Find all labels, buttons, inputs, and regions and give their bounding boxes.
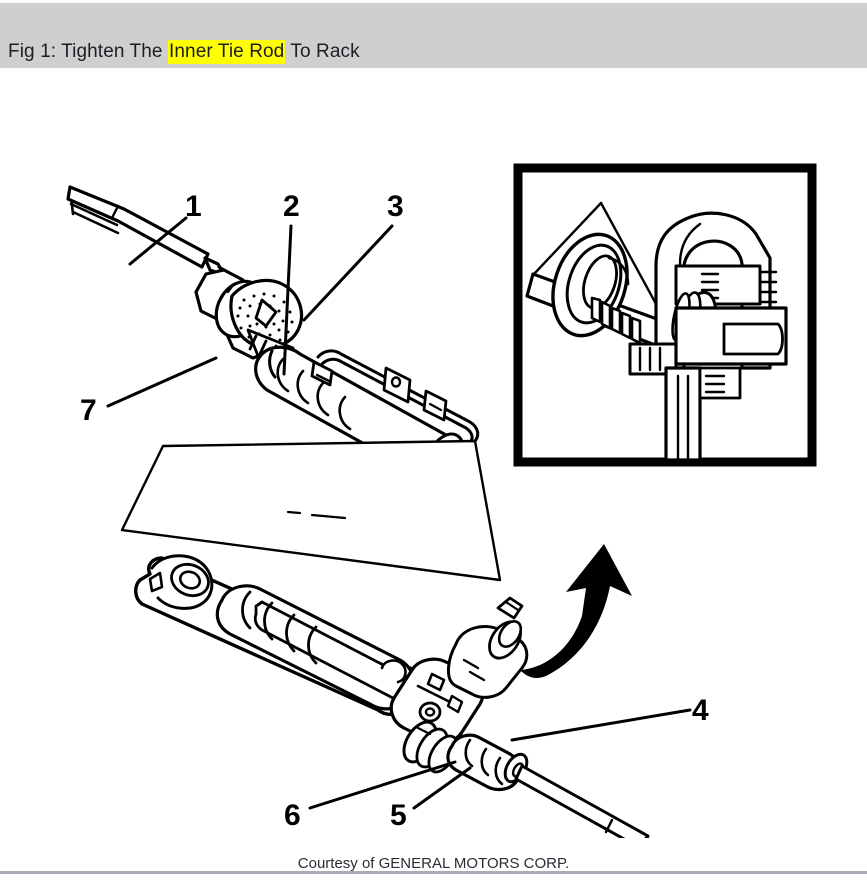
leader-1	[128, 216, 188, 266]
line-clip	[380, 659, 407, 684]
mounting-bracket-a	[382, 366, 412, 404]
mounting-bracket-b	[422, 389, 448, 422]
leader-7	[106, 356, 218, 408]
callout-label-7: 7	[80, 394, 97, 427]
outer-tie-rod-shaft	[514, 764, 650, 838]
leader-3	[302, 224, 394, 322]
wrench-adjust-nut	[674, 270, 788, 366]
rotation-arrow	[520, 544, 632, 678]
callout-label-3: 3	[387, 190, 404, 223]
figure-title-suffix: To Rack	[285, 41, 360, 62]
page-title: Fig 1: Tighten The Inner Tie Rod To Rack	[8, 40, 360, 64]
callout-label-2: 2	[283, 190, 300, 223]
leader-6	[308, 760, 457, 810]
technical-diagram: 1 2 3 4 5 6 7	[66, 163, 817, 838]
tube-fitting-nut	[310, 360, 334, 387]
bottom-divider	[0, 871, 867, 874]
callout-label-5: 5	[390, 799, 407, 832]
figure-title-highlight: Inner Tie Rod	[167, 40, 286, 64]
figure-caption: Courtesy of GENERAL MOTORS CORP.	[297, 855, 570, 872]
leader-4	[510, 708, 692, 742]
callout-leaders	[106, 216, 692, 810]
callout-label-4: 4	[692, 694, 709, 727]
boot-clamp-small	[268, 349, 277, 379]
inset-splined-band	[590, 296, 642, 345]
wrench-detail-inset	[513, 163, 817, 467]
steering-rack-assembly	[120, 439, 650, 838]
rack-end-bushing	[148, 554, 214, 610]
ghost-panel	[120, 439, 502, 582]
pinion-input-shaft	[447, 596, 529, 699]
callout-numbers: 1 2 3 4 5 6 7	[80, 190, 709, 832]
figure-header-bar: Fig 1: Tighten The Inner Tie Rod To Rack	[0, 3, 867, 68]
wrench-handle	[664, 366, 742, 462]
rack-end-ring-cluster	[402, 720, 459, 774]
callout-label-6: 6	[284, 799, 301, 832]
callout-label-1: 1	[185, 190, 202, 223]
leader-2	[282, 224, 293, 376]
figure-canvas: 1 2 3 4 5 6 7	[0, 68, 867, 838]
leader-5	[412, 766, 472, 810]
pipe-wrench-head	[654, 211, 772, 370]
figure-title-prefix: Fig 1: Tighten The	[8, 41, 168, 62]
